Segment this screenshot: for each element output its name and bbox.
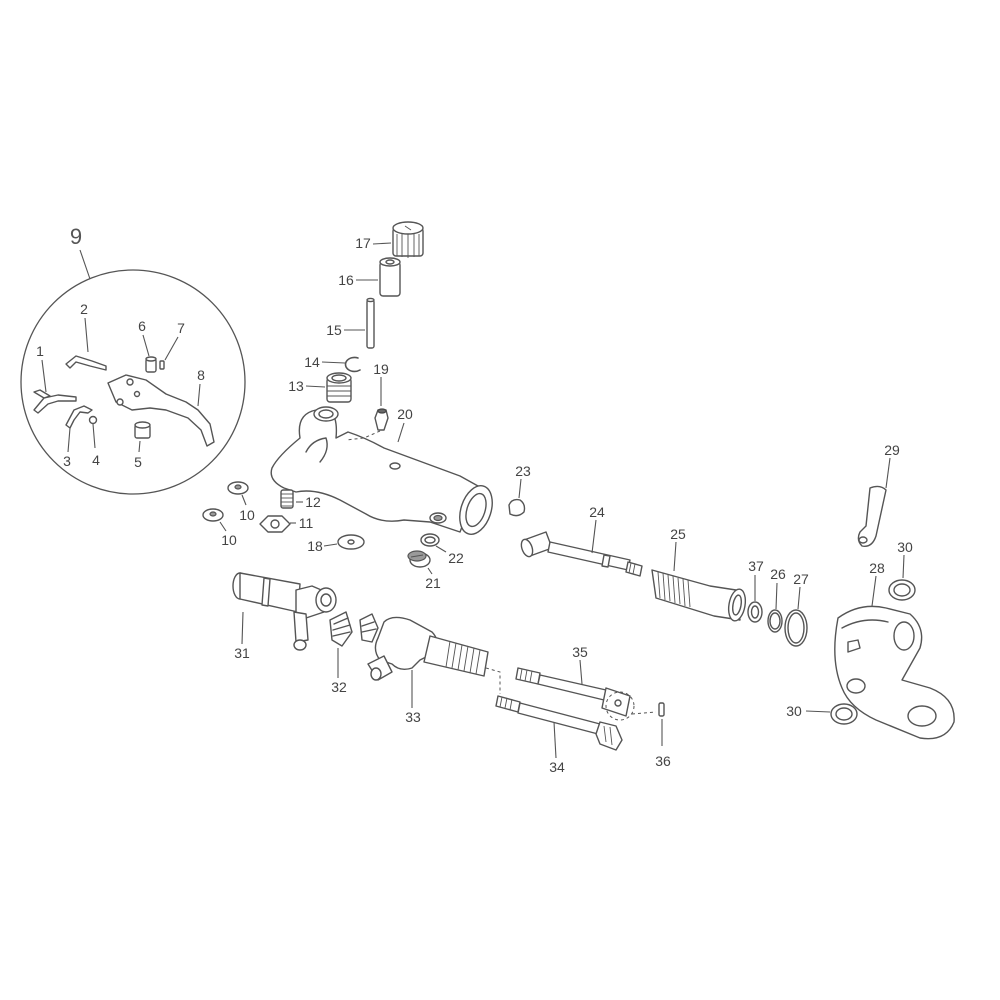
callout-8: 8 <box>197 367 205 383</box>
callout-7: 7 <box>177 320 185 336</box>
part-11-hex-nut <box>259 515 291 533</box>
part-30-bushing-upper <box>888 579 916 601</box>
callout-37: 37 <box>748 558 764 574</box>
part-15-rod <box>366 297 375 349</box>
callout-26: 26 <box>770 566 786 582</box>
part-10-washer-lower <box>202 508 224 522</box>
part-31-crank-shaft <box>232 572 337 651</box>
part-25-threaded-sleeve <box>651 569 747 622</box>
part-28-handle-housing <box>834 605 955 740</box>
part-23-cap <box>508 498 526 517</box>
part-21-plug <box>407 550 431 568</box>
callout-13: 13 <box>288 378 304 394</box>
callout-31: 31 <box>234 645 250 661</box>
part-14-circlip <box>344 356 361 373</box>
callout-16: 16 <box>338 272 354 288</box>
part-27-o-ring <box>784 609 808 647</box>
part-4-screw <box>88 415 98 449</box>
callout-36: 36 <box>655 753 671 769</box>
part-6-sleeve <box>145 356 157 373</box>
part-2-fork <box>65 355 107 371</box>
part-7-pin <box>159 360 165 370</box>
part-24-shaft <box>520 531 643 577</box>
callout-18: 18 <box>307 538 323 554</box>
callout-19: 19 <box>373 361 389 377</box>
part-32-bevel-gear <box>329 611 379 647</box>
callout-25: 25 <box>670 526 686 542</box>
callout-29: 29 <box>884 442 900 458</box>
callout-20: 20 <box>397 406 413 422</box>
callout-5: 5 <box>134 454 142 470</box>
callout-30-upper: 30 <box>897 539 913 555</box>
part-33-gear-housing <box>367 616 489 681</box>
part-36-pin <box>658 702 665 717</box>
part-19-nipple <box>374 408 389 431</box>
part-16-sleeve <box>379 257 401 297</box>
part-1-fork <box>33 389 77 414</box>
part-26-o-ring <box>767 609 783 633</box>
callout-15: 15 <box>326 322 342 338</box>
callout-6: 6 <box>138 318 146 334</box>
callout-27: 27 <box>793 571 809 587</box>
callout-10-upper: 10 <box>239 507 255 523</box>
callout-3: 3 <box>63 453 71 469</box>
callout-4: 4 <box>92 452 100 468</box>
callout-21: 21 <box>425 575 441 591</box>
callout-9: 9 <box>70 224 82 249</box>
part-37-ring <box>747 601 763 623</box>
callout-22: 22 <box>448 550 464 566</box>
callout-24: 24 <box>589 504 605 520</box>
part-34-drill-shaft <box>495 695 623 751</box>
callout-33: 33 <box>405 709 421 725</box>
callout-23: 23 <box>515 463 531 479</box>
part-20-housing <box>270 406 493 535</box>
callout-1: 1 <box>36 343 44 359</box>
callout-10-lower: 10 <box>221 532 237 548</box>
callout-12: 12 <box>305 494 321 510</box>
part-12-threaded-fitting <box>280 489 294 509</box>
part-17-knurled-knob <box>392 221 424 258</box>
callout-11: 11 <box>299 515 314 531</box>
callout-34: 34 <box>549 759 565 775</box>
callout-17: 17 <box>355 235 371 251</box>
callout-14: 14 <box>304 354 320 370</box>
part-22-o-ring <box>420 533 440 547</box>
part-35-drive-shaft <box>515 667 635 721</box>
part-3-spring-clip <box>65 405 93 429</box>
callout-2: 2 <box>80 301 88 317</box>
part-30-bushing-lower <box>830 703 858 725</box>
callout-30-lower: 30 <box>786 703 802 719</box>
part-29-clip <box>857 485 887 547</box>
part-13-threaded-bushing <box>326 372 352 403</box>
callout-32: 32 <box>331 679 347 695</box>
detail-circle-assembly-9 <box>20 249 246 495</box>
callout-28: 28 <box>869 560 885 576</box>
part-18-washer <box>337 534 365 550</box>
callout-35: 35 <box>572 644 588 660</box>
part-8-lever <box>107 374 215 447</box>
part-10-washer-upper <box>227 481 249 495</box>
part-5-bushing <box>134 421 151 439</box>
